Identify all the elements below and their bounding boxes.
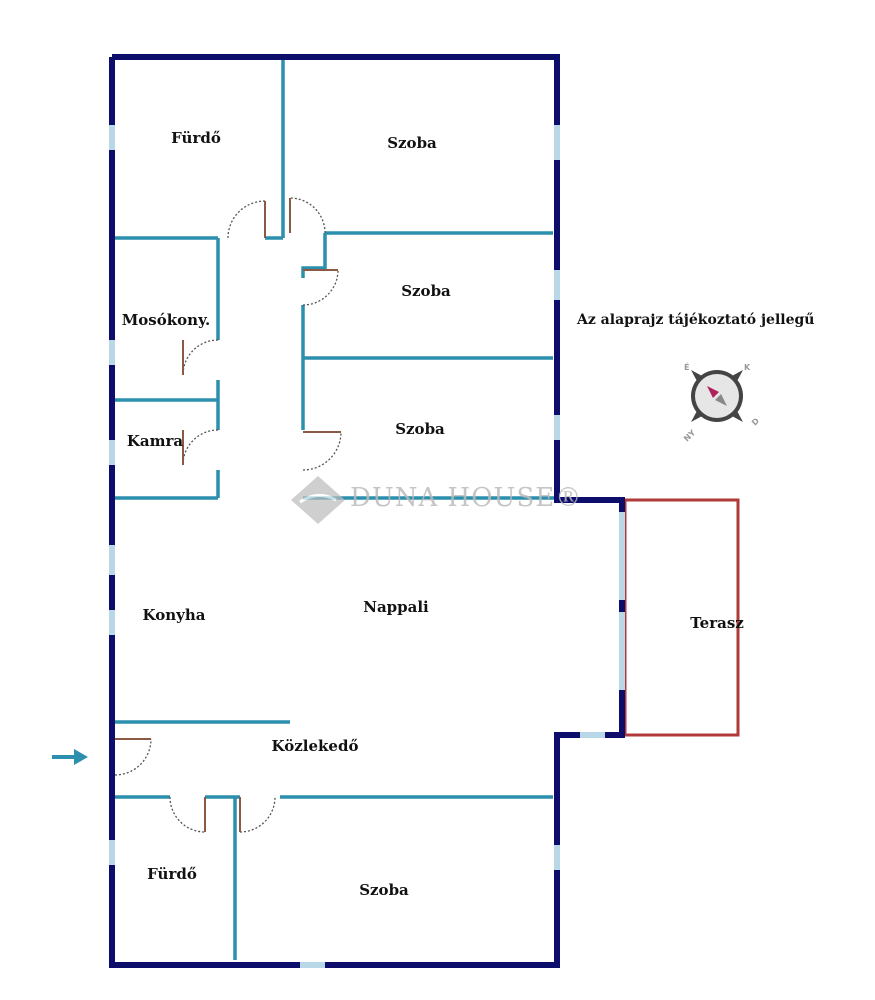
outer-walls	[109, 54, 625, 968]
entrance-arrow-icon	[52, 749, 88, 765]
room-label-szoba: Szoba	[401, 282, 451, 300]
compass-label-east: K	[744, 363, 751, 372]
room-label-mosokonyha: Mosókony.	[121, 311, 211, 329]
compass-icon: É K D NY	[682, 361, 761, 443]
disclaimer-note: Az alaprajz tájékoztató jellegű	[577, 312, 815, 328]
room-label-szoba: Szoba	[395, 420, 445, 438]
room-label-nappali: Nappali	[363, 598, 429, 616]
windows	[109, 125, 625, 968]
room-label-kamra: Kamra	[126, 432, 184, 450]
room-label-furdo: Fürdő	[171, 129, 221, 147]
compass-label-north: É	[684, 361, 689, 372]
compass-label-west: NY	[682, 428, 697, 443]
compass-label-south: D	[750, 416, 761, 427]
room-label-szoba: Szoba	[359, 881, 409, 899]
room-label-kozlekedo: Közlekedő	[271, 737, 359, 755]
doors	[114, 197, 342, 833]
room-label-szoba: Szoba	[387, 134, 437, 152]
watermark: DUNA HOUSE®	[350, 483, 583, 513]
room-label-furdo: Fürdő	[147, 865, 197, 883]
room-label-terasz: Terasz	[690, 614, 744, 632]
duna-house-logo-icon	[291, 476, 345, 524]
room-label-konyha: Konyha	[142, 606, 206, 624]
inner-walls	[112, 57, 557, 960]
